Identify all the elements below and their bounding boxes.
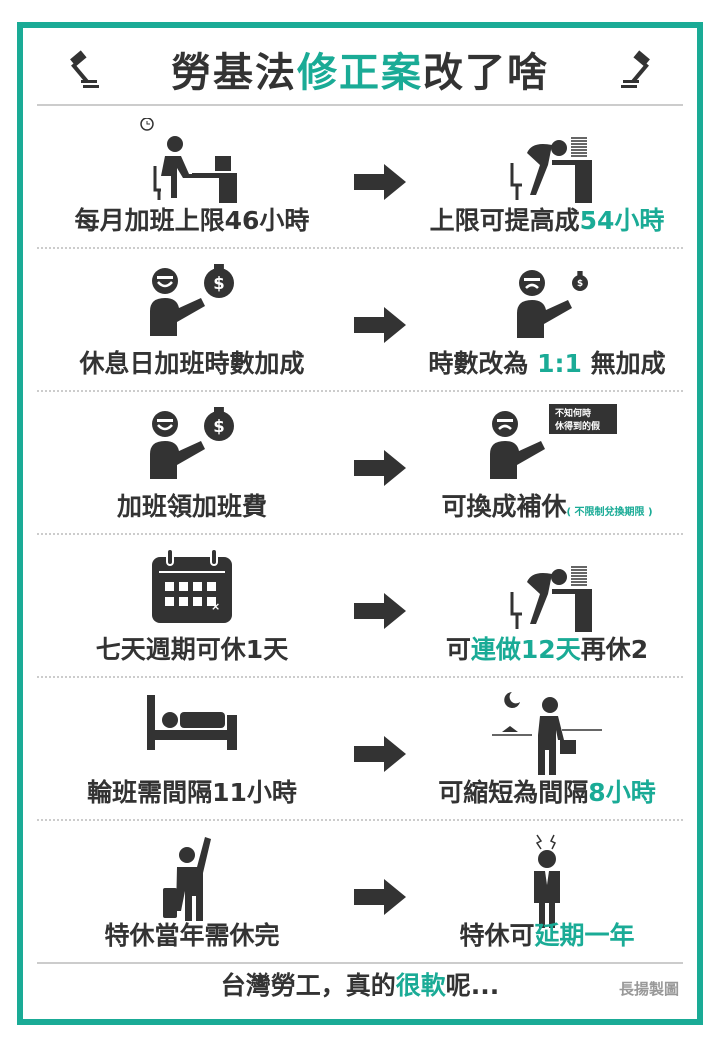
desk-worker-clock-icon <box>140 118 237 203</box>
before-label: 特休當年需休完 <box>42 921 342 951</box>
text-segment: 加班領加班費 <box>116 492 267 521</box>
credit-text: 長揚製圖 <box>618 980 679 998</box>
before-column: 特休當年需休完 <box>42 821 342 964</box>
text-segment: 台灣勞工，真的 <box>220 971 396 1000</box>
text-segment: 勞基法 <box>171 50 297 96</box>
after-label: 時數改為 1:1 無加成 <box>397 349 697 379</box>
text-segment: 可縮短為間隔 <box>438 778 589 807</box>
after-label: 可縮短為間隔8小時 <box>397 778 697 808</box>
text-segment: 輪班需間隔11小時 <box>87 778 297 807</box>
before-column: 每月加班上限46小時 <box>42 106 342 249</box>
svg-text:$: $ <box>213 274 224 293</box>
before-label: 加班領加班費 <box>42 492 342 522</box>
row-divider <box>37 390 683 392</box>
sad-small-money-bag-icon: $ <box>517 270 588 338</box>
exhausted-worker-icon <box>510 566 592 632</box>
highlight-text: 延期一年 <box>534 921 635 950</box>
before-label: 七天週期可休1天 <box>42 635 342 665</box>
before-label: 休息日加班時數加成 <box>42 349 342 379</box>
after-label: 上限可提高成54小時 <box>397 206 697 236</box>
row-divider <box>37 962 683 964</box>
highlight-text: 1:1 <box>537 349 582 378</box>
text-segment: 上限可提高成 <box>429 206 580 235</box>
svg-text:×: × <box>211 600 220 613</box>
after-column: 可連做12天再休2 <box>397 535 697 678</box>
after-label: 可連做12天再休2 <box>397 635 697 665</box>
svg-text:$: $ <box>213 417 224 436</box>
text-segment: 七天週期可休1天 <box>95 635 289 664</box>
highlight-text: 很軟 <box>395 971 446 1000</box>
gavel-icon <box>70 50 99 88</box>
sign-text: 休得到的假 <box>554 420 601 432</box>
before-column: $ 休息日加班時數加成 <box>42 249 342 392</box>
happy-money-bag-icon: $ <box>150 407 234 479</box>
text-segment: 休息日加班時數加成 <box>79 349 305 378</box>
comparison-row: 特休當年需休完 特休可延期一年 <box>37 821 683 964</box>
calendar-icon: × <box>152 548 232 623</box>
before-label: 每月加班上限46小時 <box>42 206 342 236</box>
note-text: ( 不限制兌換期限 ) <box>566 507 653 518</box>
text-segment: 特休當年需休完 <box>104 921 280 950</box>
comparison-row: 每月加班上限46小時 上限可提高成54小時 <box>37 106 683 249</box>
text-segment: 再休2 <box>580 635 649 664</box>
infographic-frame: 勞基法修正案改了啥 每月加班上限46小時 上限可提高成54小時 $ 休息日加班時數加成… <box>17 22 703 1025</box>
comparison-row: × 七天週期可休1天 可連做12天再休2 <box>37 535 683 678</box>
text-segment: 改了啥 <box>423 50 549 96</box>
after-label: 特休可延期一年 <box>397 921 697 951</box>
right-arrow-icon <box>354 879 406 915</box>
text-segment: 時數改為 <box>428 349 538 378</box>
after-column: 特休可延期一年 <box>397 821 697 964</box>
sleeping-bed-icon <box>147 695 237 750</box>
text-segment: 特休可 <box>459 921 535 950</box>
footer-caption: 台灣勞工，真的很軟呢... <box>23 966 697 1006</box>
highlight-text: 8小時 <box>588 778 656 807</box>
text-segment: 可換成補休 <box>441 492 567 521</box>
text-segment: 呢... <box>445 971 500 1000</box>
page-title: 勞基法修正案改了啥 <box>23 48 697 98</box>
waving-traveler-icon <box>163 837 211 921</box>
before-column: $ 加班領加班費 <box>42 392 342 535</box>
highlight-text: 連做12天 <box>470 635 581 664</box>
text-segment: 每月加班上限46小時 <box>74 206 310 235</box>
right-arrow-icon <box>354 164 406 200</box>
before-label: 輪班需間隔11小時 <box>42 778 342 808</box>
row-divider <box>37 676 683 678</box>
tired-night-walker-icon <box>492 692 602 775</box>
comparison-row: 輪班需間隔11小時 可縮短為間隔8小時 <box>37 678 683 821</box>
right-arrow-icon <box>354 736 406 772</box>
right-arrow-icon <box>354 450 406 486</box>
highlight-text: 修正案 <box>297 50 423 96</box>
after-column: $ 時數改為 1:1 無加成 <box>397 249 697 392</box>
after-label: 可換成補休( 不限制兌換期限 ) <box>397 492 697 528</box>
sign-text: 不知何時 <box>555 407 591 419</box>
text-segment: 可 <box>445 635 471 664</box>
highlight-text: 54小時 <box>579 206 665 235</box>
before-column: × 七天週期可休1天 <box>42 535 342 678</box>
after-column: 不知何時休得到的假可換成補休( 不限制兌換期限 ) <box>397 392 697 535</box>
happy-money-bag-icon: $ <box>150 264 234 336</box>
before-column: 輪班需間隔11小時 <box>42 678 342 821</box>
text-segment: 無加成 <box>581 349 666 378</box>
row-divider <box>37 533 683 535</box>
right-arrow-icon <box>354 593 406 629</box>
svg-text:$: $ <box>577 279 583 289</box>
stressed-businessman-icon <box>534 834 560 928</box>
after-column: 可縮短為間隔8小時 <box>397 678 697 821</box>
comparison-row: $ 加班領加班費 不知何時休得到的假可換成補休( 不限制兌換期限 ) <box>37 392 683 535</box>
after-column: 上限可提高成54小時 <box>397 106 697 249</box>
comparison-row: $ 休息日加班時數加成 $ 時數改為 1:1 無加成 <box>37 249 683 392</box>
right-arrow-icon <box>354 307 406 343</box>
row-divider <box>37 247 683 249</box>
row-divider <box>37 819 683 821</box>
gavel-icon <box>621 50 650 88</box>
exhausted-worker-icon <box>510 137 592 203</box>
title-divider <box>37 104 683 106</box>
